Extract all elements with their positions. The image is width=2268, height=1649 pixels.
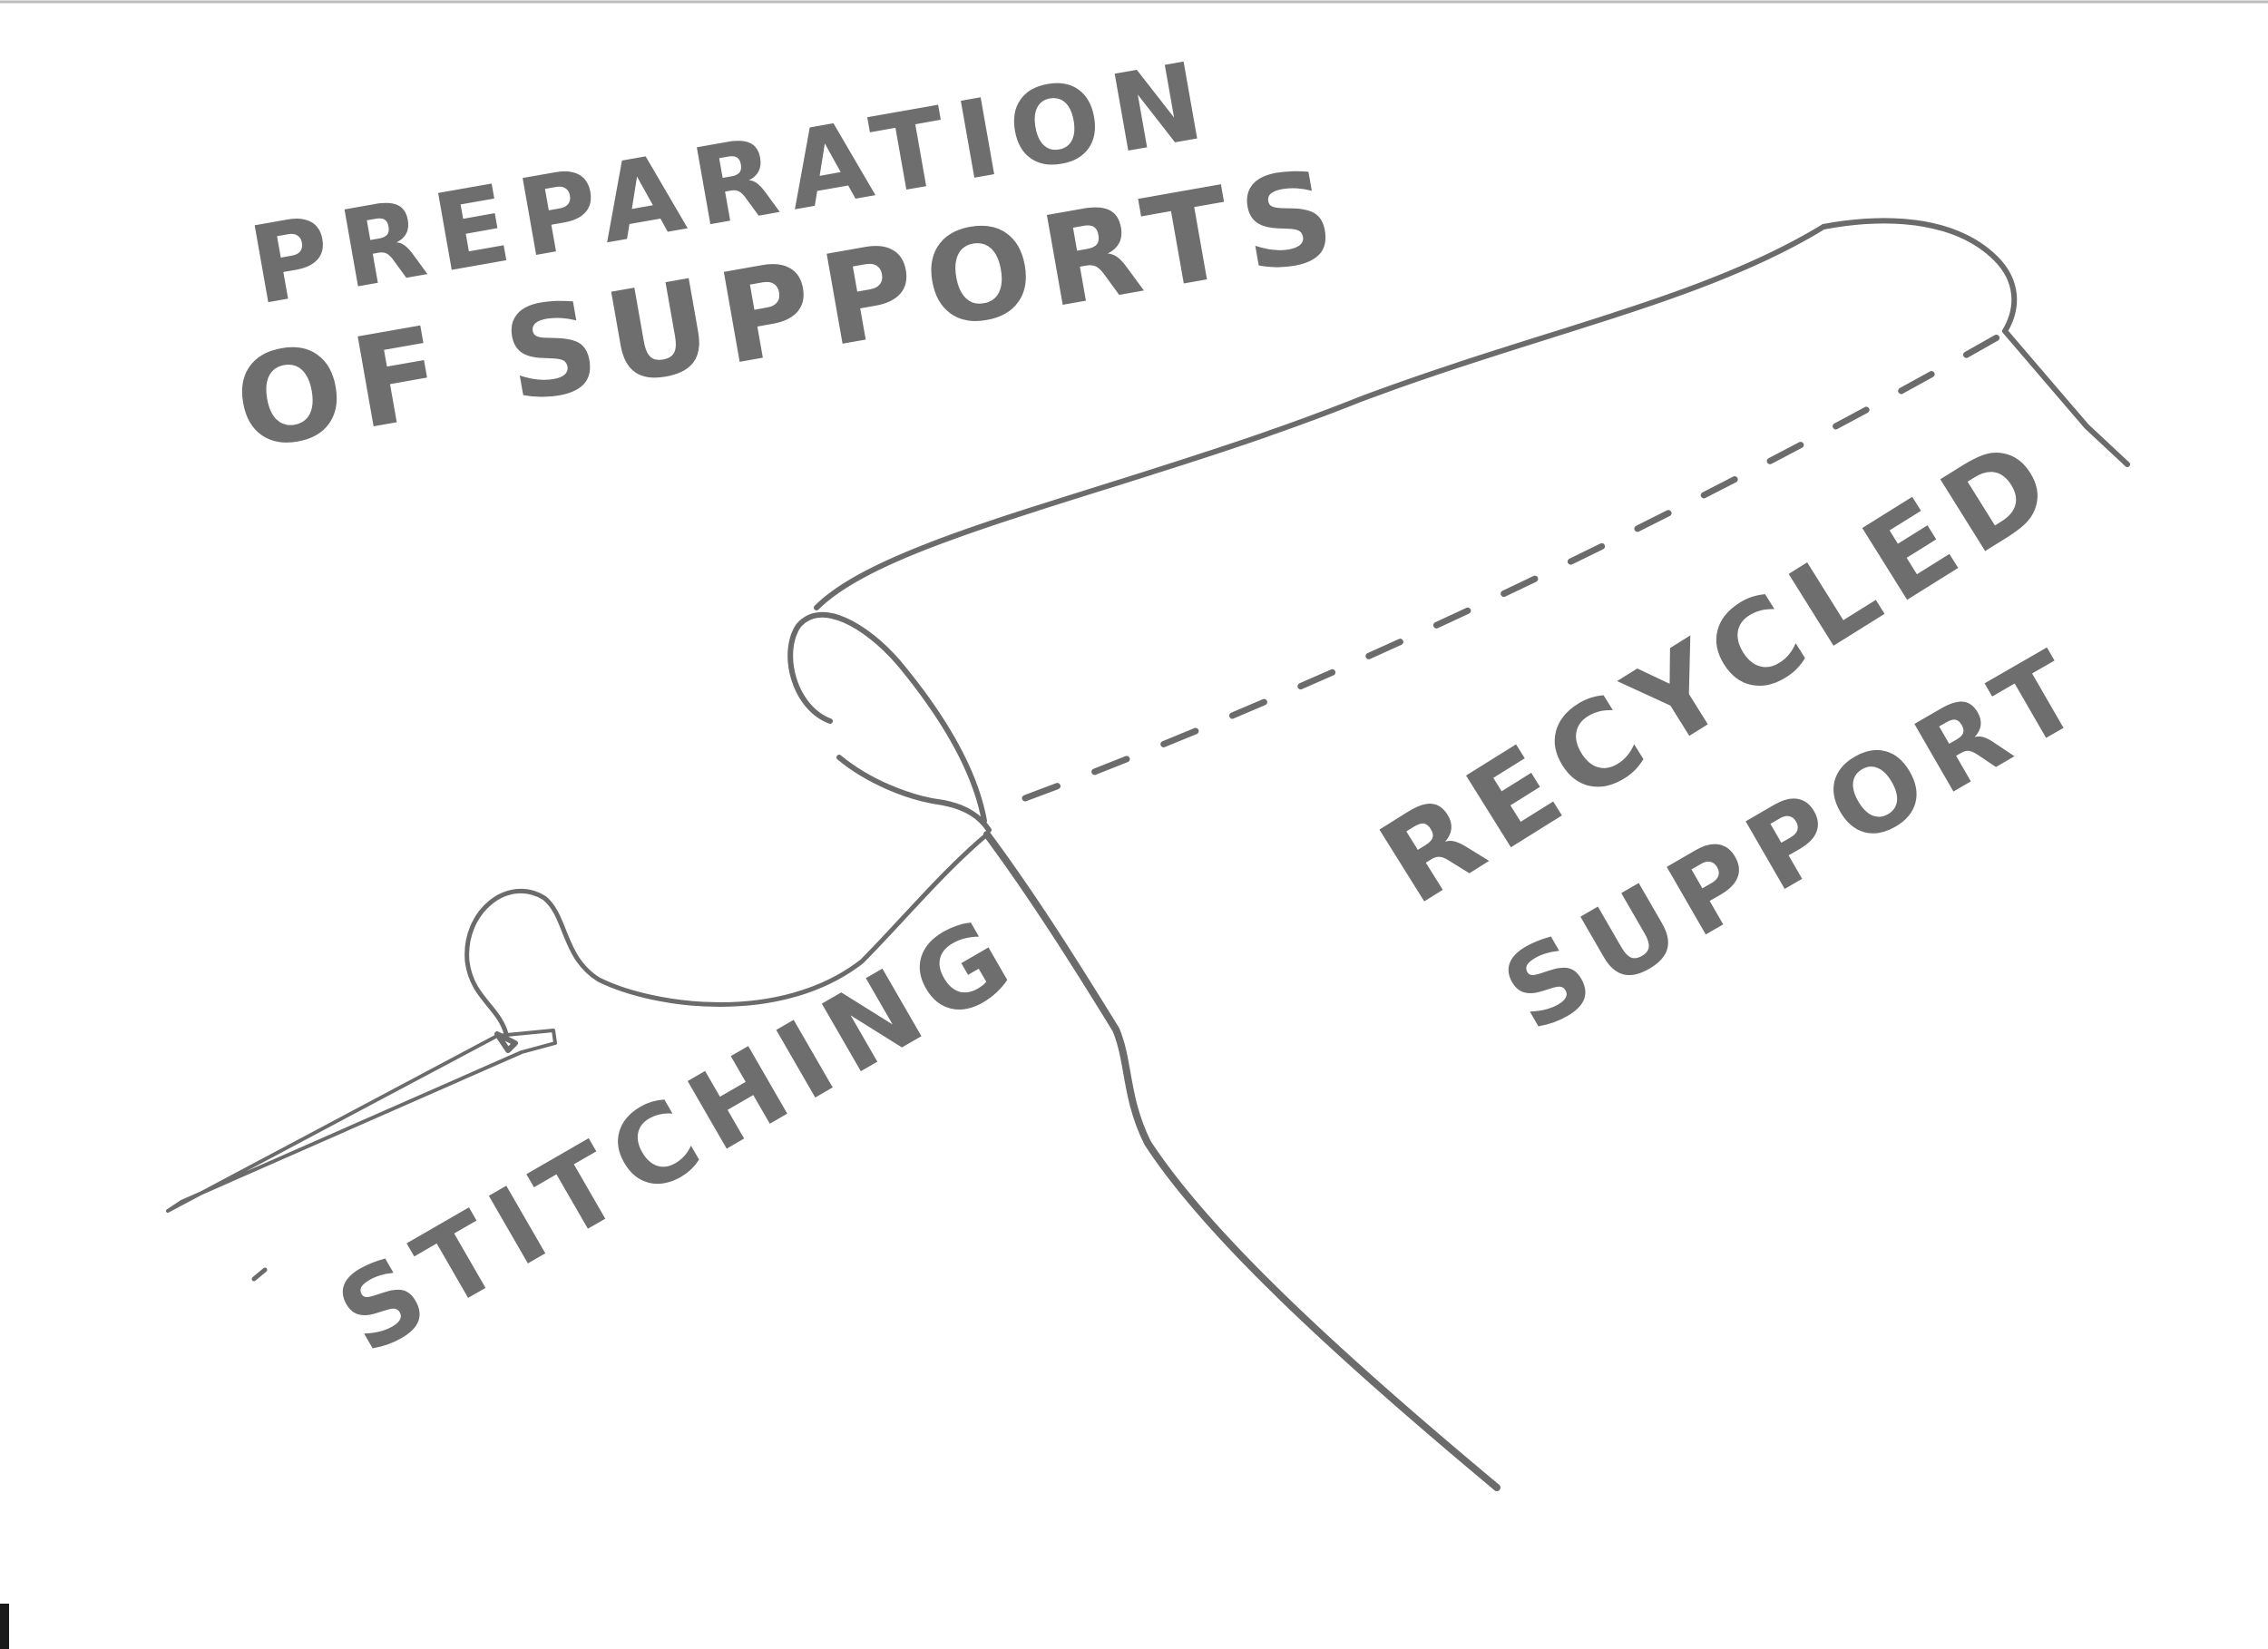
needle [166, 1029, 557, 1213]
stitch-dashed-line [1022, 332, 2004, 802]
roll-left-cap [787, 611, 987, 824]
stray-mark [251, 1267, 268, 1282]
roll-inner-curl [836, 755, 992, 833]
needle-and-thread [166, 832, 990, 1282]
recycled-support-roll [787, 218, 2130, 1491]
roll-right-cap [1821, 218, 2018, 334]
roll-top-edge [814, 224, 1826, 610]
scan-edge-mark [0, 1604, 9, 1649]
stitching-label: STITCHING [318, 888, 1041, 1378]
sheet-left-edge [983, 831, 1501, 1491]
title: PREPARATION OF SUPPORTS [225, 36, 1356, 479]
needle-eye [494, 1031, 518, 1053]
thread [464, 832, 990, 1037]
roll-right-edge [2002, 328, 2130, 467]
recycled-support-label: RECYCLED SUPPORT [1358, 408, 2109, 1056]
